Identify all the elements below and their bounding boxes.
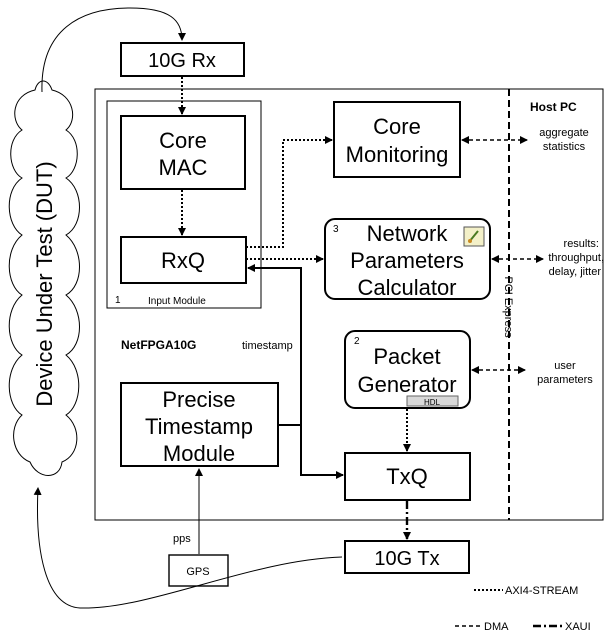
pg-number: 2 xyxy=(354,336,360,347)
host-pc-label: Host PC xyxy=(530,100,577,114)
rxq-to-monitoring-arrow xyxy=(246,136,333,248)
legend-dma-label: DMA xyxy=(484,621,509,633)
packet-generator-block: 2 Packet Generator HDL xyxy=(344,330,471,409)
results-label-3: delay, jitter xyxy=(549,266,602,278)
core-monitoring-block: Core Monitoring xyxy=(333,101,461,178)
tx-block: 10G Tx xyxy=(344,540,470,574)
timestamp-label: timestamp xyxy=(242,340,293,352)
svg-text:RxQ: RxQ xyxy=(161,248,205,273)
svg-text:Network: Network xyxy=(367,221,449,246)
network-parameters-calculator-block: 3 Network Parameters Calculator xyxy=(324,218,491,300)
pci-express-label: PCI Express xyxy=(502,276,514,338)
svg-text:Timestamp: Timestamp xyxy=(145,414,253,439)
svg-text:GPS: GPS xyxy=(186,566,209,578)
aggregate-label-1: aggregate xyxy=(539,127,589,139)
legend: AXI4-STREAM DMA XAUI xyxy=(455,585,591,633)
svg-text:Generator: Generator xyxy=(357,372,456,397)
dut-label: Device Under Test (DUT) xyxy=(32,161,57,406)
svg-text:HDL: HDL xyxy=(424,398,441,407)
input-module xyxy=(106,100,262,309)
results-label-2: throughput, xyxy=(548,252,604,264)
pps-label: pps xyxy=(173,533,191,545)
rx-block: 10G Rx xyxy=(120,42,245,77)
npc-number: 3 xyxy=(333,224,339,235)
svg-text:Core: Core xyxy=(373,114,421,139)
timestamp-to-txq-line xyxy=(300,425,344,479)
user-label-1: user xyxy=(554,360,576,372)
svg-text:Parameters: Parameters xyxy=(350,248,464,273)
rxq-block: RxQ xyxy=(120,236,247,284)
svg-text:MAC: MAC xyxy=(159,155,208,180)
dut-to-rx-link xyxy=(41,7,186,93)
svg-text:Packet: Packet xyxy=(373,344,440,369)
svg-text:Monitoring: Monitoring xyxy=(346,142,449,167)
legend-axi-label: AXI4-STREAM xyxy=(505,585,578,597)
svg-text:10G Tx: 10G Tx xyxy=(374,548,439,570)
timestamp-to-rxq-line xyxy=(247,264,302,426)
user-label-2: parameters xyxy=(537,374,593,386)
results-label-1: results: xyxy=(564,238,599,250)
hdl-badge: HDL xyxy=(406,395,459,407)
legend-xaui-label: XAUI xyxy=(565,621,591,633)
dut-cloud: Device Under Test (DUT) xyxy=(8,80,80,476)
txq-block: TxQ xyxy=(344,452,471,501)
gps-block: GPS xyxy=(168,554,229,587)
input-module-number: 1 xyxy=(115,295,121,306)
input-module-label: Input Module xyxy=(148,296,206,307)
aggregate-label-2: statistics xyxy=(543,141,586,153)
core-mac-block: Core MAC xyxy=(120,115,246,190)
svg-text:Module: Module xyxy=(163,441,235,466)
svg-text:Core: Core xyxy=(159,128,207,153)
svg-text:TxQ: TxQ xyxy=(386,464,428,489)
precise-timestamp-module-block: Precise Timestamp Module xyxy=(120,382,279,467)
svg-text:Precise: Precise xyxy=(162,387,235,412)
netfpga-board xyxy=(94,88,604,521)
software-icon xyxy=(463,226,485,247)
tx-to-dut-link xyxy=(33,487,343,609)
svg-text:Calculator: Calculator xyxy=(357,275,456,300)
netfpga-label: NetFPGA10G xyxy=(121,338,196,352)
svg-text:10G Rx: 10G Rx xyxy=(148,50,216,72)
